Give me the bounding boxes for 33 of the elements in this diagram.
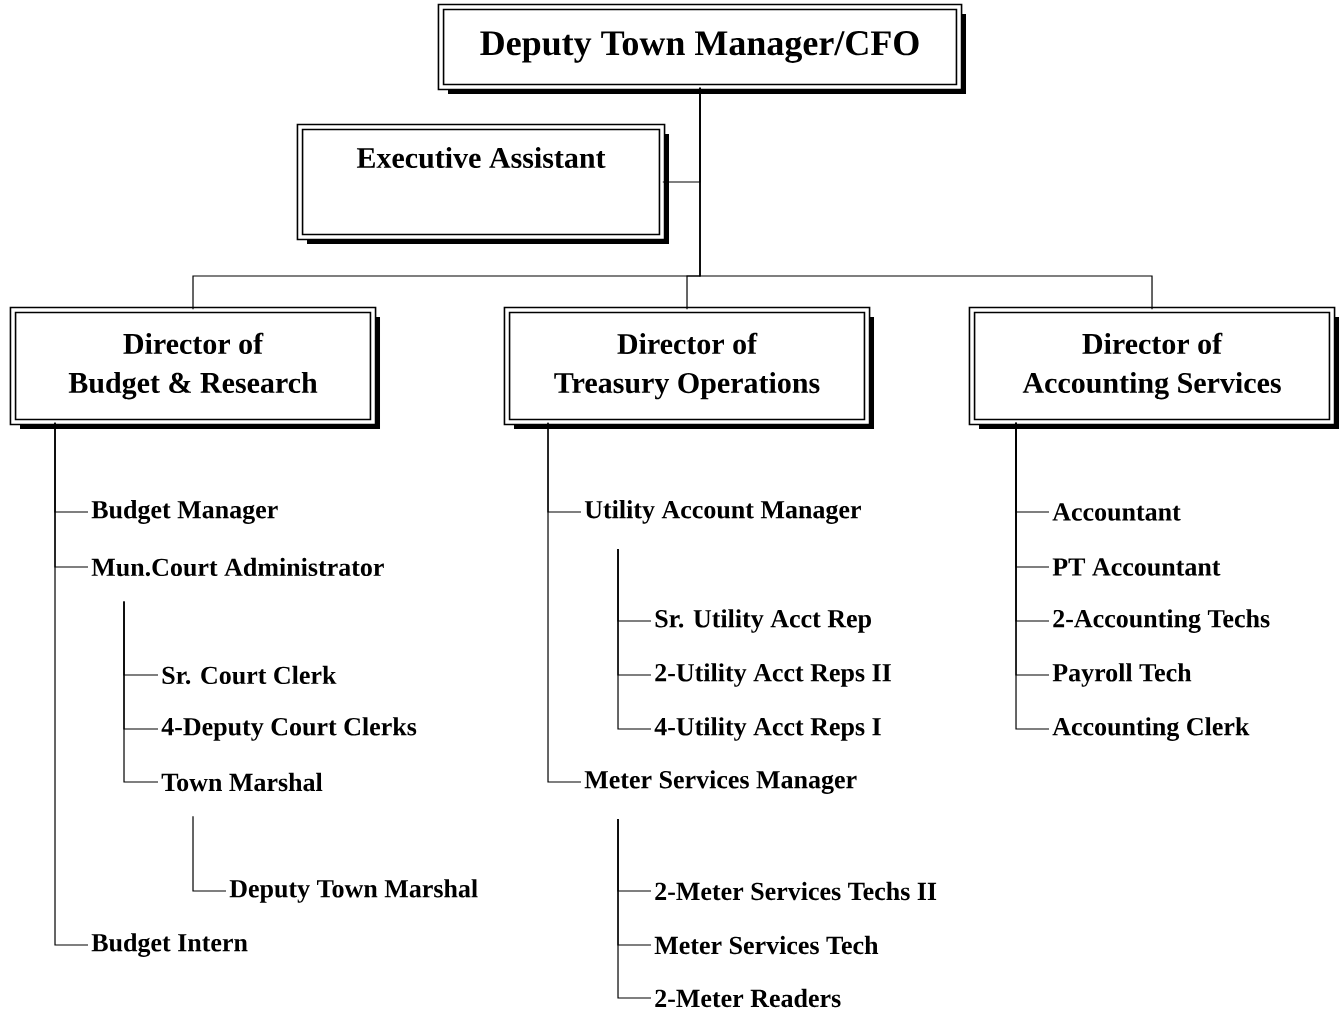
connector-line <box>617 818 652 999</box>
position-label: Meter Services Manager <box>584 770 857 794</box>
position-box: Executive Assistant <box>296 123 669 244</box>
position-box: Deputy Town Manager/CFO <box>437 3 966 94</box>
position-box: Director of Treasury Operations <box>503 306 874 429</box>
position-label: Sr. Utility Acct Rep <box>655 609 871 633</box>
position-label: Budget Intern <box>91 933 248 957</box>
position-label: Town Marshal <box>161 772 323 792</box>
position-label: Mun.Court Administrator <box>91 557 384 577</box>
connector-line <box>547 422 582 783</box>
position-label: Sr. Court Clerk <box>162 665 337 685</box>
position-label: Accounting Clerk <box>1052 717 1250 741</box>
position-label: 2-Utility Acct Reps II <box>655 663 891 687</box>
connector-line <box>192 815 227 892</box>
connector-line <box>1015 422 1050 730</box>
position-label: 2-Meter Services Techs II <box>655 881 937 901</box>
position-label: Accountant <box>1052 503 1181 521</box>
position-label: Payroll Tech <box>1052 663 1192 687</box>
position-label: Meter Services Tech <box>654 935 879 955</box>
position-label: PT Accountant <box>1052 558 1221 576</box>
position-box: Director of Budget & Research <box>9 306 380 429</box>
position-label: 2-Meter Readers <box>655 988 841 1008</box>
position-label: 4-Utility Acct Reps I <box>654 717 881 741</box>
position-label: Deputy Town Marshal <box>229 879 478 903</box>
position-box: Director of Accounting Services <box>968 306 1339 429</box>
position-label: Utility Account Manager <box>584 500 861 524</box>
connector-line <box>617 548 652 730</box>
position-label: Budget Manager <box>91 500 278 524</box>
connector-line <box>123 600 159 783</box>
position-label: 4-Deputy Court Clerks <box>161 717 417 741</box>
connector-line <box>699 87 1153 310</box>
position-label: 2-Accounting Techs <box>1053 609 1270 633</box>
connector-line <box>54 422 89 946</box>
